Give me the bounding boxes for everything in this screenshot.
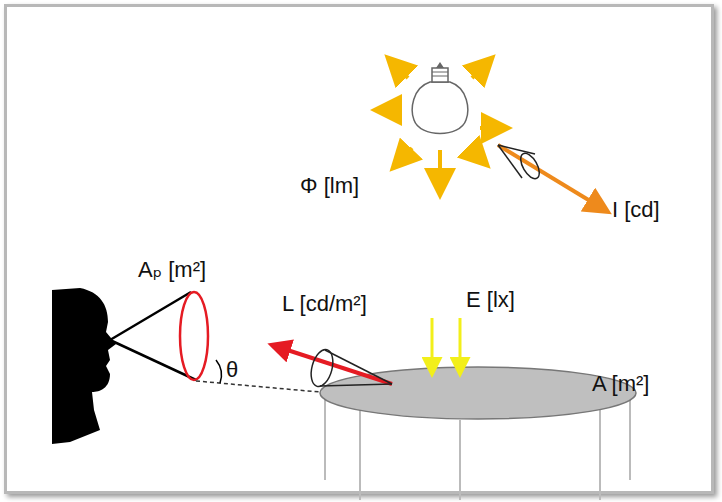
- intensity-label: I [cd]: [612, 198, 660, 222]
- flux-label: Φ [lm]: [300, 174, 359, 198]
- luminance-label: L [cd/m²]: [282, 292, 367, 316]
- illuminance-label: E [lx]: [466, 288, 515, 312]
- luminance-cone: [275, 346, 392, 389]
- face-silhouette: [52, 288, 116, 444]
- angle-label: θ: [226, 358, 238, 382]
- illuminance-arrows: [432, 318, 460, 372]
- area-label: Aₚ [m²]: [138, 258, 206, 282]
- intensity-cone: [498, 145, 605, 210]
- table: [320, 367, 636, 500]
- light-bulb: [412, 62, 467, 134]
- flux-arrows: [378, 60, 505, 192]
- area-label: A [m²]: [592, 372, 649, 396]
